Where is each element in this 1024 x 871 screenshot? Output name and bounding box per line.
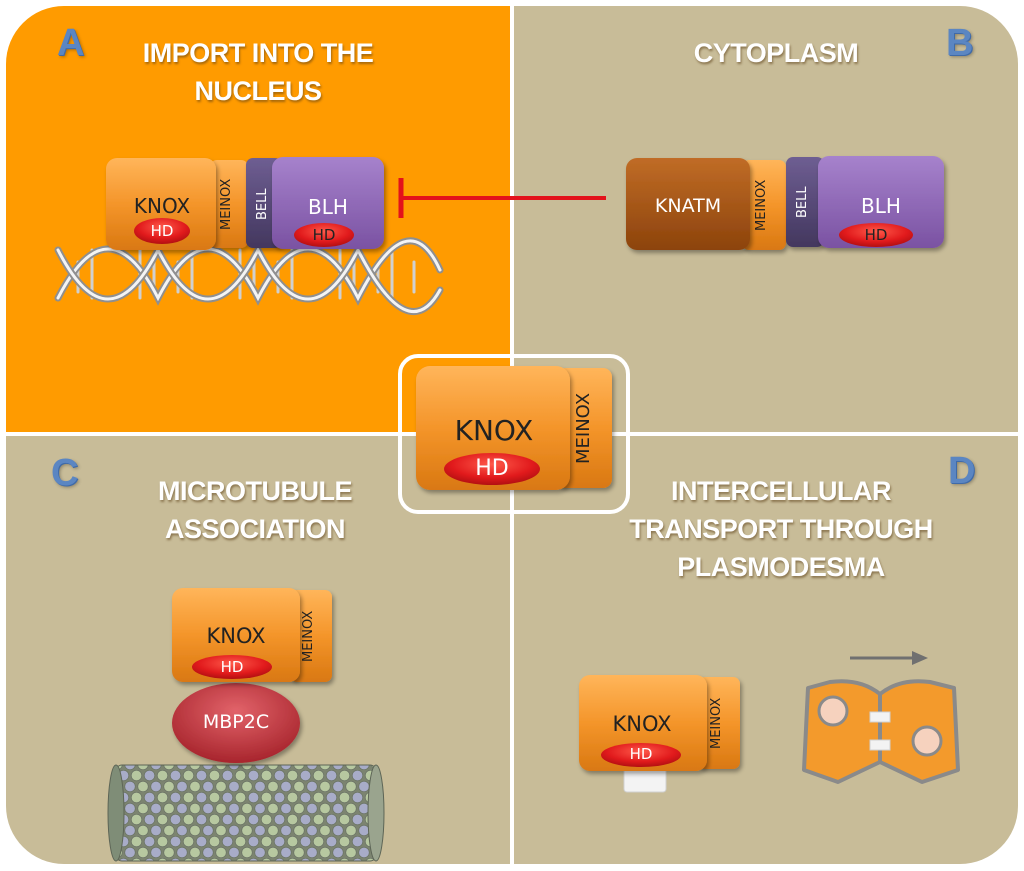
panel-c-title: MICROTUBULE ASSOCIATION (110, 472, 400, 548)
panel-a-blh-hd-domain (294, 223, 354, 247)
left-cell-nucleus (817, 695, 849, 727)
right-cell-nucleus (911, 725, 943, 757)
panel-a-letter: A (57, 22, 85, 64)
panel-b-meinox-label: MEINOX (754, 179, 769, 231)
panel-a-meinox-label: MEINOX (219, 178, 234, 230)
panel-c-knox-label: KNOX (206, 624, 266, 648)
central-knox-hd-domain (444, 453, 540, 485)
panel-c-meinox-domain (290, 590, 332, 682)
panel-b-blh-label: BLH (861, 194, 901, 218)
panel-d-title-line-3: PLASMODESMA (677, 552, 885, 582)
panel-c-title-line-2: ASSOCIATION (164, 514, 346, 544)
central-knox (398, 354, 630, 514)
panel-a-blh-hd-label: HD (312, 226, 336, 244)
panel-b-complex (626, 156, 944, 250)
panel-b-knatm-label: KNATM (654, 195, 722, 217)
panel-d-title-line-2: TRANSPORT THROUGH (629, 514, 933, 544)
plasmodesma-channel-lower (869, 739, 891, 751)
panel-b-knatm-protein (626, 158, 750, 250)
panel-b-meinox-domain (742, 160, 786, 250)
panel-d-meinox-label: MEINOX (709, 697, 724, 749)
panel-c-complex (172, 588, 332, 682)
panel-b-blh-hd-domain (839, 223, 913, 247)
panel-d-knox-hd-domain (601, 743, 681, 767)
panel-d-meinox-domain (698, 677, 740, 769)
panel-b-bell-label: BELL (795, 186, 810, 218)
central-meinox-label: MEINOX (573, 392, 594, 464)
central-knox-frame (398, 354, 630, 514)
panel-d-knox-hd-label: HD (629, 745, 653, 763)
panel-c-title-line-1: MICROTUBULE (158, 476, 352, 506)
central-knox-hd-label: HD (475, 456, 509, 481)
plasmodesma-cells (802, 679, 960, 784)
panel-d-knox-label: KNOX (612, 712, 672, 736)
panel-d-title: INTERCELLULAR TRANSPORT THROUGH PLASMODE… (600, 472, 962, 586)
panel-a-complex (106, 157, 384, 250)
panel-a-knox-hd-domain (134, 218, 190, 244)
panel-c-knox-hd-label: HD (220, 658, 244, 676)
panel-b-title: CYTOPLASM (693, 38, 859, 68)
left-plant-cell (802, 679, 882, 784)
inhibition-arrow (398, 178, 606, 218)
central-knox-protein (416, 366, 570, 490)
transport-direction-arrow (850, 651, 928, 665)
panel-a-title-line-1: IMPORT INTO THE (142, 38, 374, 68)
panel-a-knox-hd-label: HD (150, 222, 174, 240)
panel-c-knox-hd-domain (192, 655, 272, 679)
panel-a-title: IMPORT INTO THE NUCLEUS (108, 34, 408, 110)
central-meinox-domain (557, 368, 612, 488)
panel-d-knox-protein (579, 675, 707, 771)
panel-a-blh-label: BLH (308, 195, 348, 219)
panel-a-meinox-domain (210, 160, 248, 248)
panel-a-bell-label: BELL (255, 188, 270, 220)
dna-helix (54, 237, 444, 316)
panel-a-title-line-2: NUCLEUS (194, 76, 322, 106)
panel-a-knox-label: KNOX (133, 194, 191, 218)
central-knox-label: KNOX (454, 414, 534, 447)
plasmodesma-channel-upper (869, 711, 891, 723)
panel-b-letter: B (946, 22, 974, 64)
panel-b-bell-domain (786, 157, 824, 247)
panel-d-complex (579, 675, 740, 793)
microtubule (107, 764, 385, 862)
panel-d-title-line-1: INTERCELLULAR (671, 476, 891, 506)
mbp2c-label: MBP2C (202, 711, 270, 733)
panel-a-blh-protein (272, 157, 384, 249)
panel-b-blh-protein (818, 156, 944, 248)
panel-c-meinox-label: MEINOX (301, 610, 316, 662)
panel-b-blh-hd-label: HD (864, 226, 888, 244)
mbp2c-protein (172, 683, 300, 763)
panel-d-background (512, 434, 1018, 864)
panel-d-letter: D (948, 450, 976, 492)
panel-c-letter: C (51, 452, 79, 494)
